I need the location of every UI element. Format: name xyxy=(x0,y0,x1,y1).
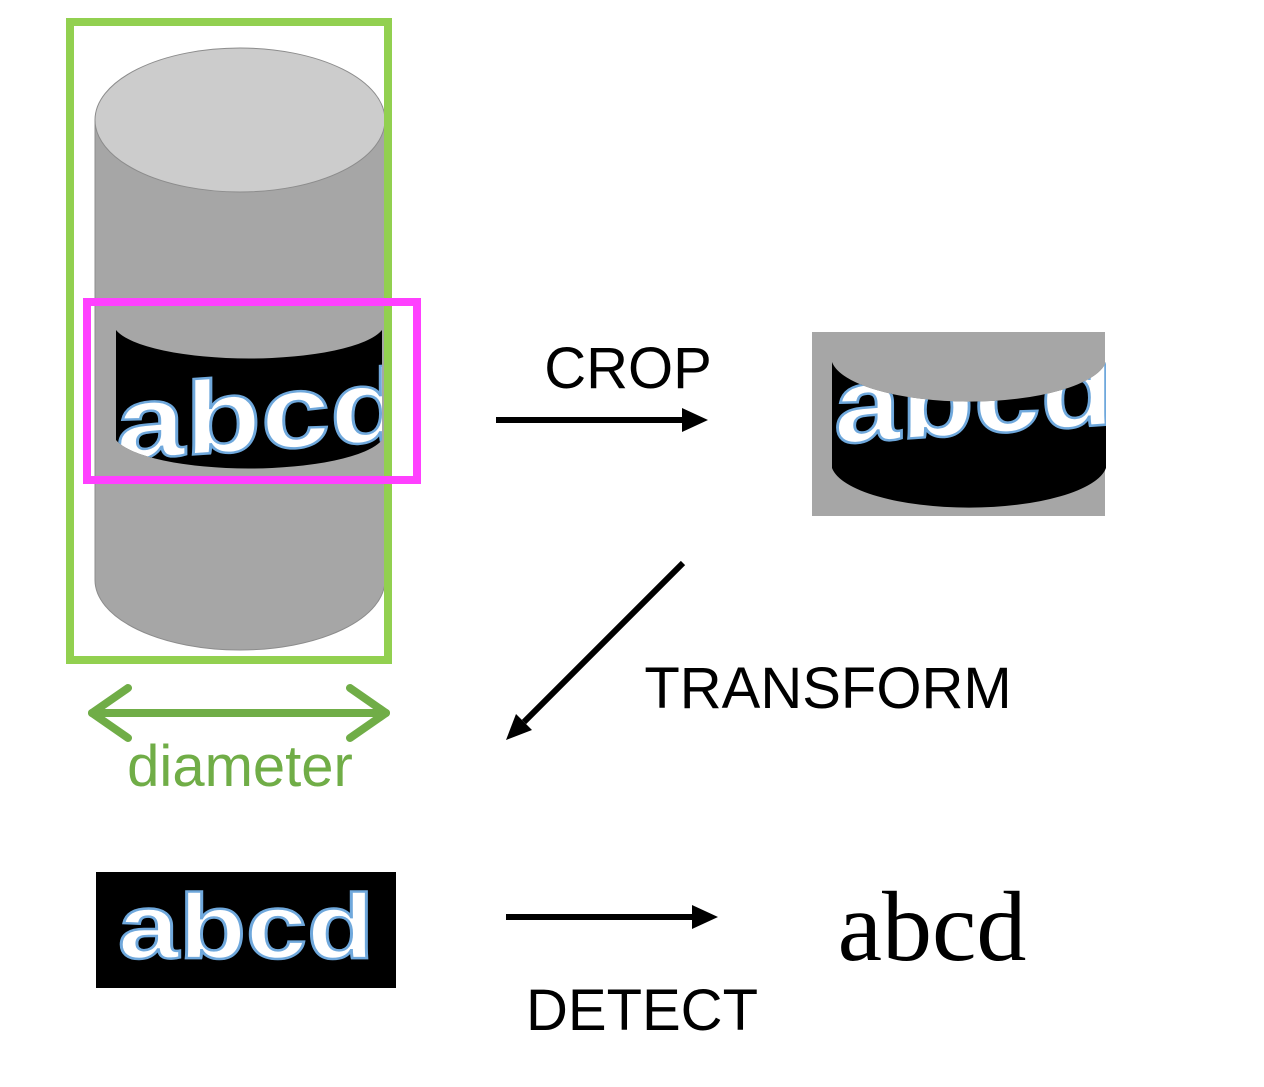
transformed-label: abcd xyxy=(96,872,396,988)
detected-text: abcd xyxy=(838,871,1027,982)
crop-arrow xyxy=(496,408,708,432)
label-crop-box xyxy=(83,298,421,484)
cylinder-label-band: abcd xyxy=(116,330,406,483)
diameter-label: diameter xyxy=(127,734,353,799)
crop-label: CROP xyxy=(544,336,712,401)
detect-arrow xyxy=(506,905,718,929)
transformed-label-text: abcd xyxy=(118,876,374,978)
cylinder-top xyxy=(94,47,386,193)
transform-arrow xyxy=(506,560,686,740)
transform-label: TRANSFORM xyxy=(644,656,1011,721)
cropped-image: abcd xyxy=(812,332,1106,516)
cylinder-bounding-box xyxy=(66,18,392,664)
detect-label: DETECT xyxy=(526,978,758,1043)
diameter-arrow xyxy=(88,684,390,742)
cylinder-label-text: abcd xyxy=(116,347,406,483)
